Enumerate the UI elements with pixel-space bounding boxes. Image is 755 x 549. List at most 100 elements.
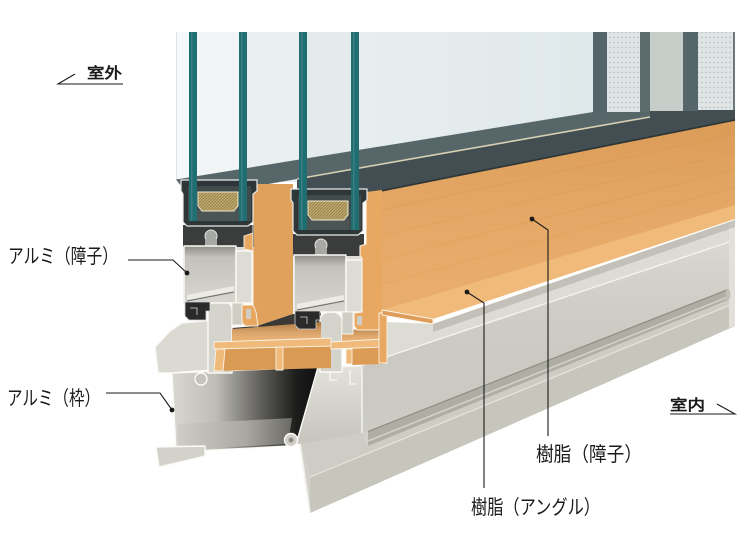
leader-dot xyxy=(529,216,535,222)
resin-cover-top-shadow xyxy=(365,119,736,195)
frame-end-face xyxy=(729,220,735,328)
leader-line xyxy=(466,291,485,488)
frame-front-cut-edge xyxy=(299,443,311,514)
callout-resin-angle: 樹脂（アングル） xyxy=(464,289,600,519)
resin-angle xyxy=(378,205,735,364)
glass-sealant xyxy=(307,219,349,230)
outdoor-label: 室外 xyxy=(87,64,122,82)
frame-exterior-lower-fin xyxy=(155,445,206,468)
frame-bottom-strip xyxy=(310,303,735,513)
glass-edge-outer-sash-exterior-pane xyxy=(189,32,197,221)
inner-sash-resin-profile xyxy=(353,190,382,331)
resin-angle-top-face xyxy=(382,205,735,319)
outdoor-marker-line xyxy=(55,73,123,85)
stile-edge xyxy=(733,32,735,110)
sash-side-chamber xyxy=(235,250,253,304)
outer-sash-aluminum-profile xyxy=(183,225,254,326)
frame-hook-bead-core xyxy=(288,437,294,443)
leader-line xyxy=(106,392,173,411)
resin-insert-lower xyxy=(216,346,331,371)
leader-line xyxy=(128,259,188,274)
frame-chamber-floor xyxy=(178,418,292,450)
outer-sash-resin-face xyxy=(253,184,293,326)
resin-profile-notch xyxy=(243,232,254,252)
glass-sealant xyxy=(197,210,239,221)
glass-air-gap-outer-sash xyxy=(197,32,239,182)
glass-outer-face xyxy=(176,32,189,180)
resin-profile-section xyxy=(354,190,382,330)
outer-sash-resin-profile xyxy=(241,184,259,327)
stile-dark xyxy=(683,32,698,111)
leader-line xyxy=(531,218,549,436)
resin-angle-leg xyxy=(378,312,388,364)
glass-edge-highlight xyxy=(241,32,243,221)
frame-groove-end xyxy=(725,289,731,300)
sash-hook-tab xyxy=(341,311,354,335)
sash-glazing-gap xyxy=(293,234,364,256)
frame-ledge-edge xyxy=(382,239,736,359)
callout-aluminum-sash: アルミ（障子） xyxy=(8,244,190,276)
resin-insert-leg xyxy=(213,348,226,372)
glass-edges xyxy=(189,32,359,230)
glass-edge-inner-sash-exterior-pane xyxy=(299,32,307,230)
glass-edge-highlight xyxy=(353,32,355,230)
frame-screw-bead xyxy=(194,372,208,386)
indoor-marker-line xyxy=(670,403,738,415)
glass-edge-highlight xyxy=(191,32,193,221)
desiccant-spacer xyxy=(307,200,349,221)
inner-sash-aluminum-profile xyxy=(293,234,364,335)
sash-runner-detail xyxy=(190,307,198,315)
outdoor-marker: 室外 xyxy=(55,64,123,85)
desiccant-spacer xyxy=(197,191,239,212)
sash-runner-weatherstrip xyxy=(184,301,211,321)
frame-lower-face xyxy=(302,300,735,477)
resin-insert-hook xyxy=(345,348,353,365)
callout-resin-angle-label: 樹脂（アングル） xyxy=(471,495,600,519)
indoor-label: 室内 xyxy=(670,396,705,414)
frame-exterior-upper-fin xyxy=(154,319,213,374)
far-end-sash-stiles xyxy=(593,32,735,114)
callout-aluminum-sash-label: アルミ（障子） xyxy=(8,244,118,268)
frame-bottom-strip-edge xyxy=(309,302,736,478)
sash-internal-rib-shadow xyxy=(186,291,235,302)
sash-runner-detail xyxy=(300,316,308,324)
callout-aluminum-frame: アルミ（枠） xyxy=(7,386,175,413)
sash-glazing-gap xyxy=(183,225,254,247)
aluminum-frame-indoor-side xyxy=(293,220,736,514)
wood-grain xyxy=(371,152,736,239)
stile-dark xyxy=(640,32,650,112)
aluminum-frame-profile xyxy=(154,319,319,468)
screen-mesh-panel xyxy=(607,32,640,112)
callout-resin-sash: 樹脂（障子） xyxy=(529,216,642,466)
sash-screw-bead-stem xyxy=(205,239,217,246)
stile-dark xyxy=(593,32,607,114)
frame-screw-port xyxy=(329,370,337,381)
glass-gap-between-sashes xyxy=(247,32,299,182)
glass-panes xyxy=(176,32,593,182)
resin-hook-insert xyxy=(357,316,362,325)
resin-hook-insert xyxy=(246,309,251,319)
frame-screw-port xyxy=(349,370,356,385)
frame-resin-insert-inner xyxy=(330,327,384,365)
wood-grain xyxy=(371,169,736,263)
glass-edge-highlight xyxy=(301,32,303,230)
sash-side-chamber xyxy=(345,259,363,313)
leader-dot xyxy=(184,270,190,276)
outer-sash-rail-top xyxy=(176,108,650,186)
sash-hook-tab xyxy=(231,302,244,326)
sash-runner-weatherstrip xyxy=(294,310,321,330)
glass-edge-outer-sash-interior-pane xyxy=(239,32,247,221)
sash-screw-bead-stem xyxy=(315,248,327,255)
resin-angle-shadow xyxy=(433,220,735,332)
outer-sash-resin-face-shading xyxy=(253,184,293,326)
screen-mesh-panel xyxy=(698,32,733,110)
callout-aluminum-frame-label: アルミ（枠） xyxy=(7,386,100,410)
resin-insert-leg xyxy=(275,346,284,371)
inner-sash-rail-top xyxy=(297,104,735,195)
frame-top-ledge xyxy=(383,220,735,358)
resin-angle-front-edge xyxy=(381,309,434,325)
resin-sash-cover xyxy=(253,119,736,326)
resin-profile-cut-edge xyxy=(353,192,382,331)
